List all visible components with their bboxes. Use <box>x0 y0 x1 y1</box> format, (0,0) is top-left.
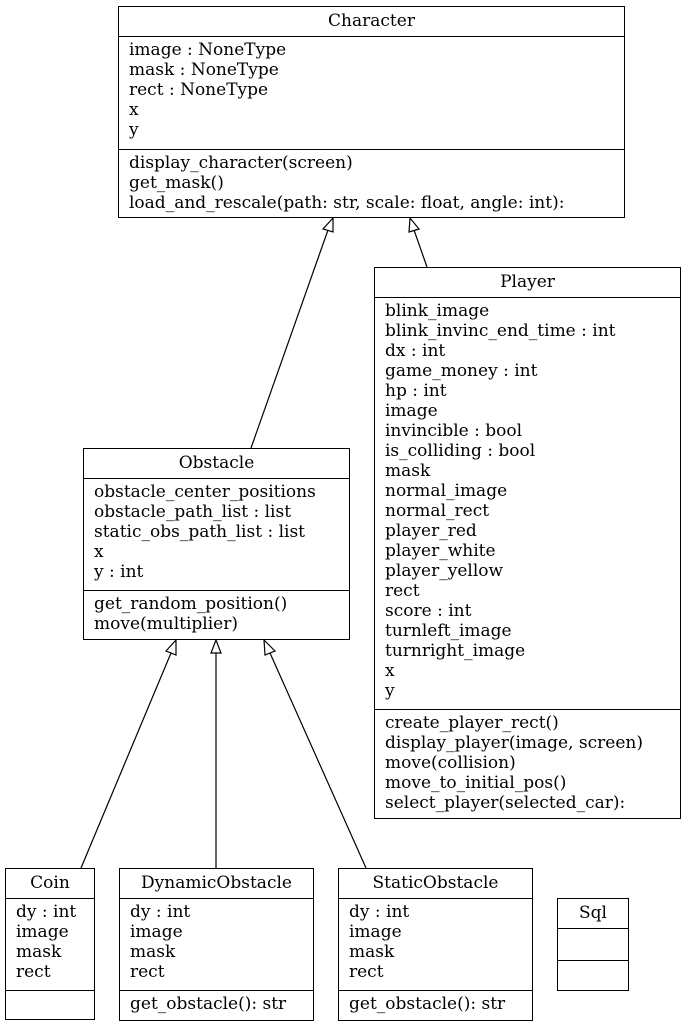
attribute: obstacle_path_list : list <box>94 502 292 522</box>
methods-section: create_player_rect() display_player(imag… <box>375 709 680 815</box>
attribute: turnleft_image <box>385 621 512 641</box>
methods-section: get_obstacle(): str <box>339 990 532 1016</box>
attribute: hp : int <box>385 381 447 401</box>
attributes-section: dy : int image mask rect <box>339 899 532 990</box>
attribute: rect <box>130 962 165 982</box>
attribute: blink_image <box>385 301 490 321</box>
attributes-section: dy : int image mask rect <box>120 899 313 990</box>
attribute: y <box>129 120 139 140</box>
attribute: rect <box>349 962 384 982</box>
attribute: player_yellow <box>385 561 504 581</box>
method: get_mask() <box>129 173 224 193</box>
method: get_random_position() <box>94 594 288 614</box>
attribute: dy : int <box>16 902 77 922</box>
method: display_player(image, screen) <box>385 733 643 753</box>
attribute: score : int <box>385 601 472 621</box>
class-character: Character image : NoneType mask : NoneTy… <box>118 6 625 218</box>
attribute: blink_invinc_end_time : int <box>385 321 616 341</box>
attribute: y <box>385 681 395 701</box>
method: load_and_rescale(path: str, scale: float… <box>129 193 565 213</box>
class-dynamicobstacle: DynamicObstacle dy : int image mask rect… <box>119 868 314 1021</box>
method: move(multiplier) <box>94 614 239 634</box>
class-name: DynamicObstacle <box>120 869 313 899</box>
attribute: rect <box>16 962 51 982</box>
methods-section <box>558 960 628 966</box>
attribute: mask <box>130 942 176 962</box>
edge-staticobstacle-to-obstacle <box>269 652 367 869</box>
arrowhead-staticobstacle-obstacle <box>263 638 277 656</box>
arrowhead-obstacle-character <box>321 216 334 233</box>
attribute: invincible : bool <box>385 421 523 441</box>
attribute: mask <box>349 942 395 962</box>
method: get_obstacle(): str <box>130 994 287 1014</box>
attributes-section: blink_image blink_invinc_end_time : int … <box>375 298 680 709</box>
attribute: mask <box>16 942 62 962</box>
attribute: turnright_image <box>385 641 526 661</box>
arrowhead-player-character <box>408 216 421 233</box>
method: create_player_rect() <box>385 713 559 733</box>
edge-coin-to-obstacle <box>80 652 172 869</box>
class-name: Sql <box>558 899 628 929</box>
class-name: Player <box>375 268 680 298</box>
attributes-section <box>558 929 628 960</box>
methods-section <box>6 990 94 996</box>
methods-section: get_obstacle(): str <box>120 990 313 1016</box>
class-name: Character <box>119 7 624 37</box>
attribute: x <box>94 542 104 562</box>
attribute: player_white <box>385 541 496 561</box>
attribute: dy : int <box>130 902 191 922</box>
method: select_player(selected_car): <box>385 793 626 813</box>
edge-player-to-character <box>413 229 428 268</box>
attribute: y : int <box>94 562 144 582</box>
class-name: StaticObstacle <box>339 869 532 899</box>
method: move_to_initial_pos() <box>385 773 567 793</box>
arrowhead-dynamicobstacle-obstacle <box>210 638 222 654</box>
attribute: rect : NoneType <box>129 80 269 100</box>
class-player: Player blink_image blink_invinc_end_time… <box>374 267 681 819</box>
attributes-section: obstacle_center_positions obstacle_path_… <box>84 479 349 590</box>
attribute: static_obs_path_list : list <box>94 522 306 542</box>
class-staticobstacle: StaticObstacle dy : int image mask rect … <box>338 868 533 1021</box>
attribute: is_colliding : bool <box>385 441 536 461</box>
class-coin: Coin dy : int image mask rect <box>5 868 95 1020</box>
attribute: normal_image <box>385 481 508 501</box>
class-name: Obstacle <box>84 449 349 479</box>
attribute: dx : int <box>385 341 446 361</box>
method: display_character(screen) <box>129 153 353 173</box>
class-sql: Sql <box>557 898 629 991</box>
method: get_obstacle(): str <box>349 994 506 1014</box>
attribute: x <box>129 100 139 120</box>
attribute: rect <box>385 581 420 601</box>
attribute: mask <box>385 461 431 481</box>
attribute: obstacle_center_positions <box>94 482 316 502</box>
class-obstacle: Obstacle obstacle_center_positions obsta… <box>83 448 350 640</box>
attributes-section: dy : int image mask rect <box>6 899 94 990</box>
attribute: image <box>16 922 69 942</box>
attribute: dy : int <box>349 902 410 922</box>
attribute: player_red <box>385 521 477 541</box>
attribute: game_money : int <box>385 361 538 381</box>
attribute: x <box>385 661 395 681</box>
methods-section: display_character(screen) get_mask() loa… <box>119 149 624 215</box>
method: move(collision) <box>385 753 516 773</box>
methods-section: get_random_position() move(multiplier) <box>84 590 349 636</box>
class-name: Coin <box>6 869 94 899</box>
arrowhead-coin-obstacle <box>164 638 177 656</box>
attribute: image : NoneType <box>129 40 287 60</box>
attribute: image <box>385 401 438 421</box>
attribute: mask : NoneType <box>129 60 279 80</box>
attribute: image <box>349 922 402 942</box>
attribute: normal_rect <box>385 501 490 521</box>
edge-obstacle-to-character <box>250 229 329 449</box>
attribute: image <box>130 922 183 942</box>
attributes-section: image : NoneType mask : NoneType rect : … <box>119 37 624 149</box>
